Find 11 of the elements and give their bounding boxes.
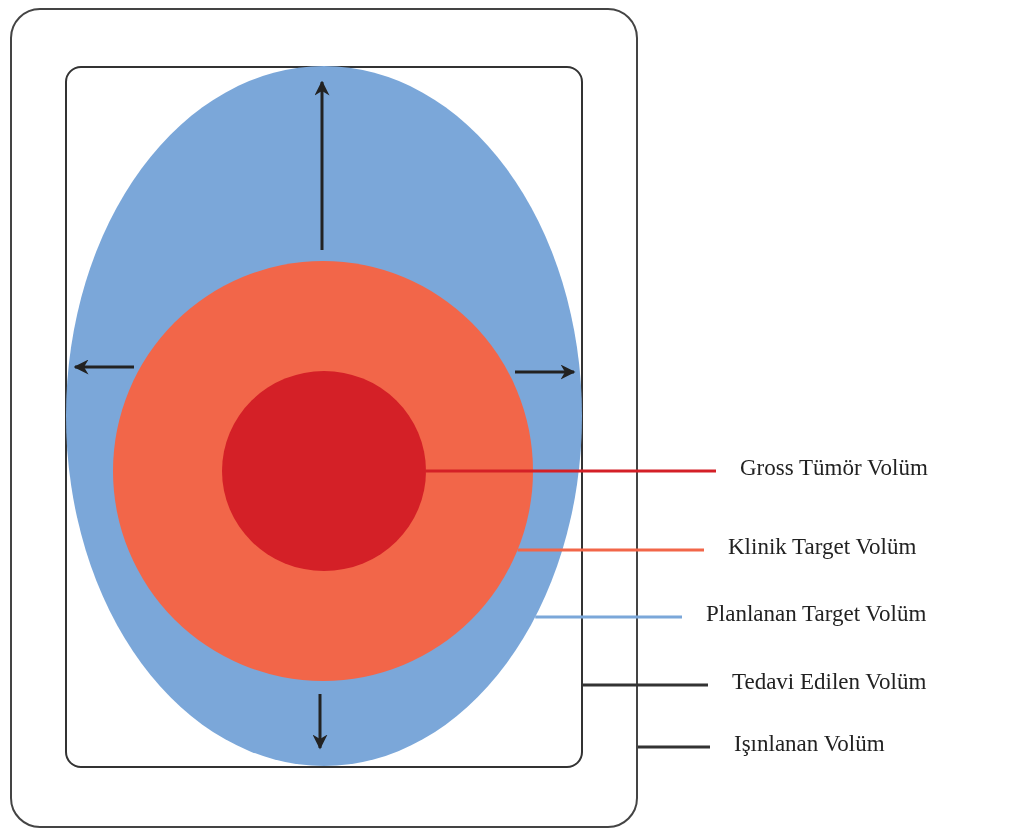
leader-line	[517, 548, 704, 552]
volume-label: Gross Tümör Volüm	[740, 455, 928, 481]
volume-label: Işınlanan Volüm	[734, 731, 885, 757]
outer-frame	[10, 8, 638, 828]
leader-line	[535, 615, 682, 619]
leader-line	[583, 683, 708, 687]
volume-label: Tedavi Edilen Volüm	[732, 669, 927, 695]
volume-label: Klinik Target Volüm	[728, 534, 917, 560]
leader-line	[638, 745, 710, 749]
leader-line	[426, 469, 716, 473]
volume-label: Planlanan Target Volüm	[706, 601, 927, 627]
